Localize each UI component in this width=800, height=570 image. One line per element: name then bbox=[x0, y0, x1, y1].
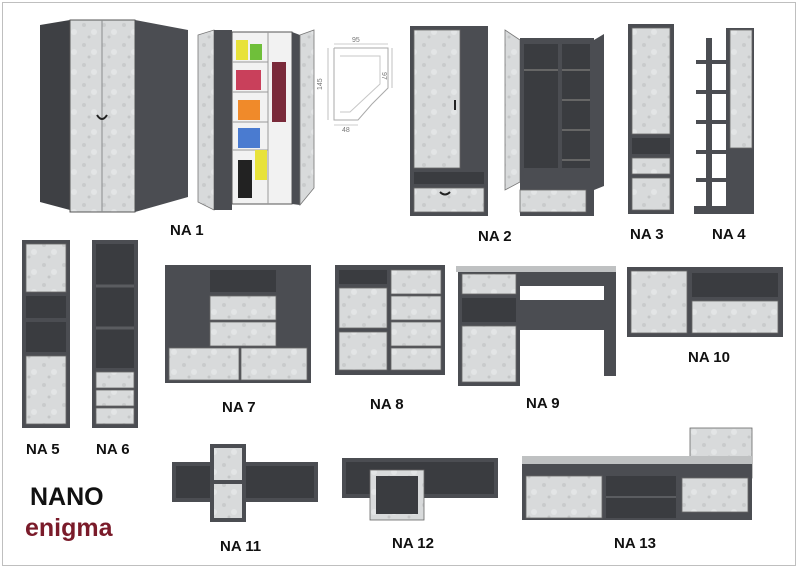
label-na5: NA 5 bbox=[26, 441, 60, 458]
na2-wardrobe-closed bbox=[410, 26, 488, 216]
dimension-inner: 48 bbox=[342, 127, 350, 134]
na7-sideboard bbox=[165, 265, 311, 383]
dimension-drawing: 95 97 145 48 bbox=[317, 37, 393, 134]
label-na3: NA 3 bbox=[630, 226, 664, 243]
label-na12: NA 12 bbox=[392, 535, 434, 552]
label-na2: NA 2 bbox=[478, 228, 512, 245]
na5-tall-cabinet bbox=[22, 240, 70, 428]
label-na8: NA 8 bbox=[370, 396, 404, 413]
dimension-height: 145 bbox=[317, 78, 324, 90]
label-na9: NA 9 bbox=[526, 395, 560, 412]
label-na1: NA 1 bbox=[170, 222, 204, 239]
na1-corner-wardrobe-open bbox=[197, 29, 315, 211]
na4-cabinet-with-shelves bbox=[694, 28, 754, 214]
label-na6: NA 6 bbox=[96, 441, 130, 458]
na6-bookcase bbox=[92, 240, 138, 428]
brand-name: NANO bbox=[30, 483, 104, 511]
label-na4: NA 4 bbox=[712, 226, 746, 243]
na12-wall-shelf bbox=[342, 458, 498, 521]
label-na13: NA 13 bbox=[614, 535, 656, 552]
na13-bed bbox=[522, 427, 753, 520]
brand-collection: enigma bbox=[25, 514, 113, 542]
na10-low-unit bbox=[627, 267, 783, 337]
na3-tall-cabinet bbox=[628, 24, 674, 214]
label-na7: NA 7 bbox=[222, 399, 256, 416]
na9-desk bbox=[456, 266, 616, 386]
na1-corner-wardrobe-closed bbox=[40, 19, 188, 213]
label-na11: NA 11 bbox=[220, 538, 262, 555]
na11-wall-shelf bbox=[172, 444, 318, 522]
dimension-width: 95 bbox=[352, 37, 360, 44]
na8-chest bbox=[335, 265, 445, 375]
na2-wardrobe-open bbox=[504, 29, 604, 216]
dimension-depth: 97 bbox=[380, 72, 387, 80]
label-na10: NA 10 bbox=[688, 349, 730, 366]
